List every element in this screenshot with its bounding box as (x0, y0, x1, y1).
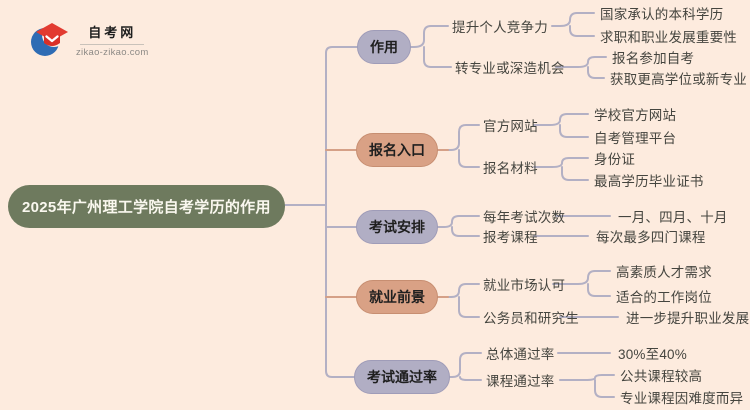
leaf-node[interactable]: 身份证 (594, 152, 636, 167)
leaf-node[interactable]: 适合的工作岗位 (616, 290, 712, 305)
subtopic-node[interactable]: 转专业或深造机会 (455, 61, 565, 76)
branch-node-employment-outlook[interactable]: 就业前景 (356, 280, 438, 314)
branch-node-registration-entry[interactable]: 报名入口 (356, 133, 438, 167)
subtopic-node[interactable]: 每年考试次数 (483, 210, 566, 225)
leaf-node[interactable]: 每次最多四门课程 (596, 230, 706, 245)
leaf-node[interactable]: 一月、四月、十月 (618, 210, 728, 225)
branch-node-role[interactable]: 作用 (357, 30, 411, 64)
leaf-node[interactable]: 最高学历毕业证书 (594, 174, 704, 189)
root-topic-node[interactable]: 2025年广州理工学院自考学历的作用 (8, 185, 285, 228)
logo-title: 自考网 (88, 25, 137, 40)
leaf-node[interactable]: 30%至40% (618, 347, 687, 362)
subtopic-node[interactable]: 课程通过率 (486, 374, 555, 389)
leaf-node[interactable]: 国家承认的本科学历 (600, 7, 724, 22)
leaf-node[interactable]: 专业课程因难度而异 (620, 391, 744, 406)
leaf-node[interactable]: 报名参加自考 (612, 51, 695, 66)
leaf-node[interactable]: 进一步提升职业发展 (626, 311, 750, 326)
logo-url: zikao-zikao.com (76, 47, 149, 58)
subtopic-node[interactable]: 就业市场认可 (483, 278, 566, 293)
branch-node-exam-schedule[interactable]: 考试安排 (356, 210, 438, 244)
subtopic-node[interactable]: 提升个人竞争力 (452, 20, 548, 35)
logo-divider (80, 44, 145, 45)
leaf-node[interactable]: 公共课程较高 (620, 369, 703, 384)
site-logo: 自考网 zikao-zikao.com (30, 20, 149, 58)
leaf-node[interactable]: 学校官方网站 (594, 108, 677, 123)
subtopic-node[interactable]: 官方网站 (483, 119, 538, 134)
leaf-node[interactable]: 自考管理平台 (594, 131, 677, 146)
leaf-node[interactable]: 获取更高学位或新专业 (610, 72, 747, 87)
subtopic-node[interactable]: 报名材料 (483, 161, 538, 176)
subtopic-node[interactable]: 总体通过率 (486, 347, 555, 362)
subtopic-node[interactable]: 报考课程 (483, 230, 538, 245)
leaf-node[interactable]: 高素质人才需求 (616, 265, 712, 280)
branch-node-pass-rate[interactable]: 考试通过率 (354, 360, 450, 394)
subtopic-node[interactable]: 公务员和研究生 (483, 311, 579, 326)
leaf-node[interactable]: 求职和职业发展重要性 (600, 30, 737, 45)
logo-graduation-cap-icon (31, 23, 68, 56)
